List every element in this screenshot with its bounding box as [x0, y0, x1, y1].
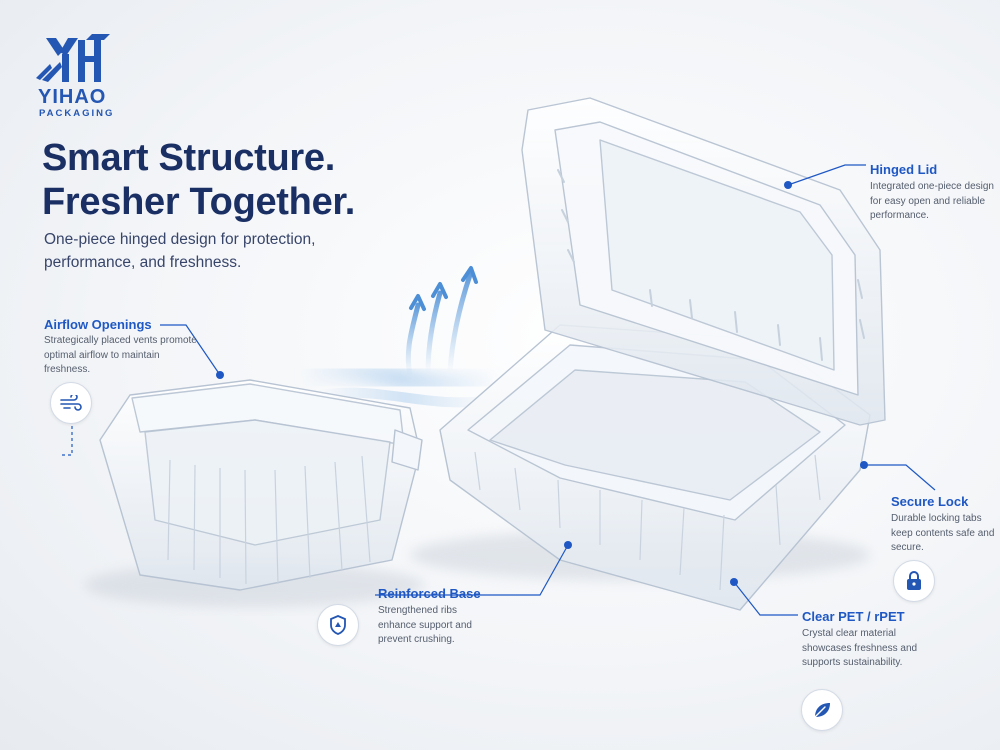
brand-name: YIHAO — [38, 86, 107, 108]
hinged-lid — [521, 97, 886, 426]
headline-line-2: Fresher Together. — [42, 181, 356, 223]
reinforced-base-callout-title: Reinforced Base — [378, 586, 481, 601]
leader-lines — [60, 164, 936, 616]
clear-pet-callout-title: Clear PET / rPET — [802, 609, 905, 624]
brand-logo-icon — [36, 34, 110, 82]
small-clamshell-container — [99, 379, 423, 591]
leaf-icon — [801, 689, 843, 731]
hinged-lid-callout-text: Integrated one-piece design for easy ope… — [870, 181, 994, 221]
reinforced-base-callout-text: Strengthened ribs enhance support and pr… — [378, 605, 472, 645]
reinforced-base-marker-dot — [564, 541, 572, 549]
wind-icon — [50, 382, 92, 424]
hinged-lid-callout-title: Hinged Lid — [870, 162, 938, 177]
page-subheadline: One-piece hinged design for protection, … — [44, 231, 316, 271]
secure-lock-callout-text: Durable locking tabs keep contents safe … — [891, 513, 995, 553]
airflow-callout-text: Strategically placed vents promote optim… — [44, 335, 197, 375]
hinged-lid-marker-dot — [784, 181, 792, 189]
clear-pet-marker-dot — [730, 578, 738, 586]
page-headline: Smart Structure. Fresher Together. — [42, 136, 355, 224]
lock-icon — [893, 560, 935, 602]
clear-pet-callout-text: Crystal clear material showcases freshne… — [802, 628, 918, 668]
airflow-stream — [297, 360, 503, 408]
shield-icon — [317, 604, 359, 646]
headline-line-1: Smart Structure. — [42, 137, 335, 179]
brand-tagline: PACKAGING — [39, 108, 115, 119]
airflow-callout-title: Airflow Openings — [44, 317, 152, 332]
airflow-arrows — [405, 266, 478, 378]
secure-lock-marker-dot — [860, 461, 868, 469]
secure-lock-callout-title: Secure Lock — [891, 494, 969, 509]
airflow-marker-dot — [216, 371, 224, 379]
